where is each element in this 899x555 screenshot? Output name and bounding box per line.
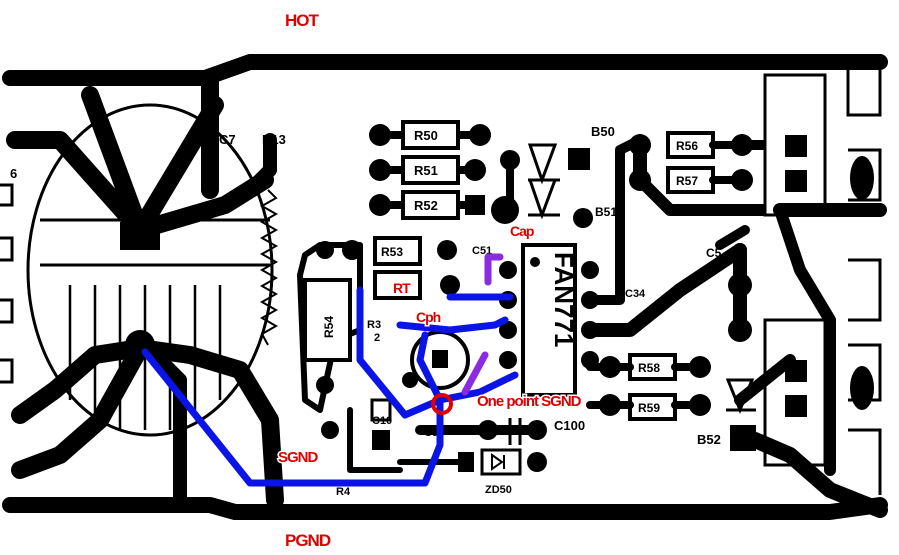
pgnd-rail-trace: [2, 497, 888, 520]
label-c7: C7: [219, 132, 236, 147]
annotations: HOT PGND SGND One point SGND Cap Cph RT: [277, 11, 585, 550]
label-c10: C10: [372, 415, 392, 427]
label-r53: R53: [381, 245, 403, 259]
cap-label: Cap: [510, 223, 534, 239]
label-b52: B52: [697, 432, 721, 447]
sgnd-route-rt: [356, 286, 519, 419]
hot-label: HOT: [285, 11, 320, 30]
hot-rail-trace: [2, 54, 888, 86]
one-point-sgnd-label: One point SGND: [477, 393, 582, 410]
label-r52: R52: [414, 198, 438, 213]
label-r4: R4: [336, 486, 351, 498]
signal-ground-routes: [141, 253, 519, 487]
transformer-outline: [26, 103, 274, 437]
label-r58: R58: [638, 361, 660, 375]
rt-label: RT: [393, 280, 411, 296]
label-r13: R13: [262, 132, 286, 147]
sgnd-label: SGND: [278, 449, 319, 466]
label-r57: R57: [676, 174, 698, 188]
sgnd-route-main: [141, 348, 444, 487]
silkscreen-labels: C7 R13 6 R50 R51 R52 R53 R54 B50 B51 C51…: [10, 124, 722, 498]
label-c35: C5: [706, 246, 722, 260]
label-r2: 2: [374, 332, 380, 344]
cph-highlight: [461, 351, 489, 396]
copper-layer: [0, 54, 888, 520]
label-zd50: ZD50: [485, 484, 512, 496]
label-c9: C9: [424, 427, 438, 439]
label-6: 6: [10, 166, 17, 181]
label-r56: R56: [676, 139, 698, 153]
label-r3: R3: [367, 319, 381, 331]
label-b51: B51: [595, 205, 617, 219]
label-r54: R54: [322, 316, 336, 338]
one-point-sgnd-marker: [431, 393, 453, 415]
pgnd-label: PGND: [285, 531, 331, 550]
label-c34: C34: [625, 288, 646, 300]
sgnd-route-cph: [396, 316, 509, 404]
label-r51: R51: [414, 163, 438, 178]
cap-highlight: [484, 253, 504, 286]
label-r50: R50: [414, 128, 438, 143]
label-c100: C100: [554, 418, 585, 433]
cph-label: Cph: [416, 309, 441, 325]
label-r59: R59: [638, 401, 660, 415]
ic-label-fan771: FAN771: [549, 252, 579, 347]
label-b50: B50: [591, 124, 615, 139]
